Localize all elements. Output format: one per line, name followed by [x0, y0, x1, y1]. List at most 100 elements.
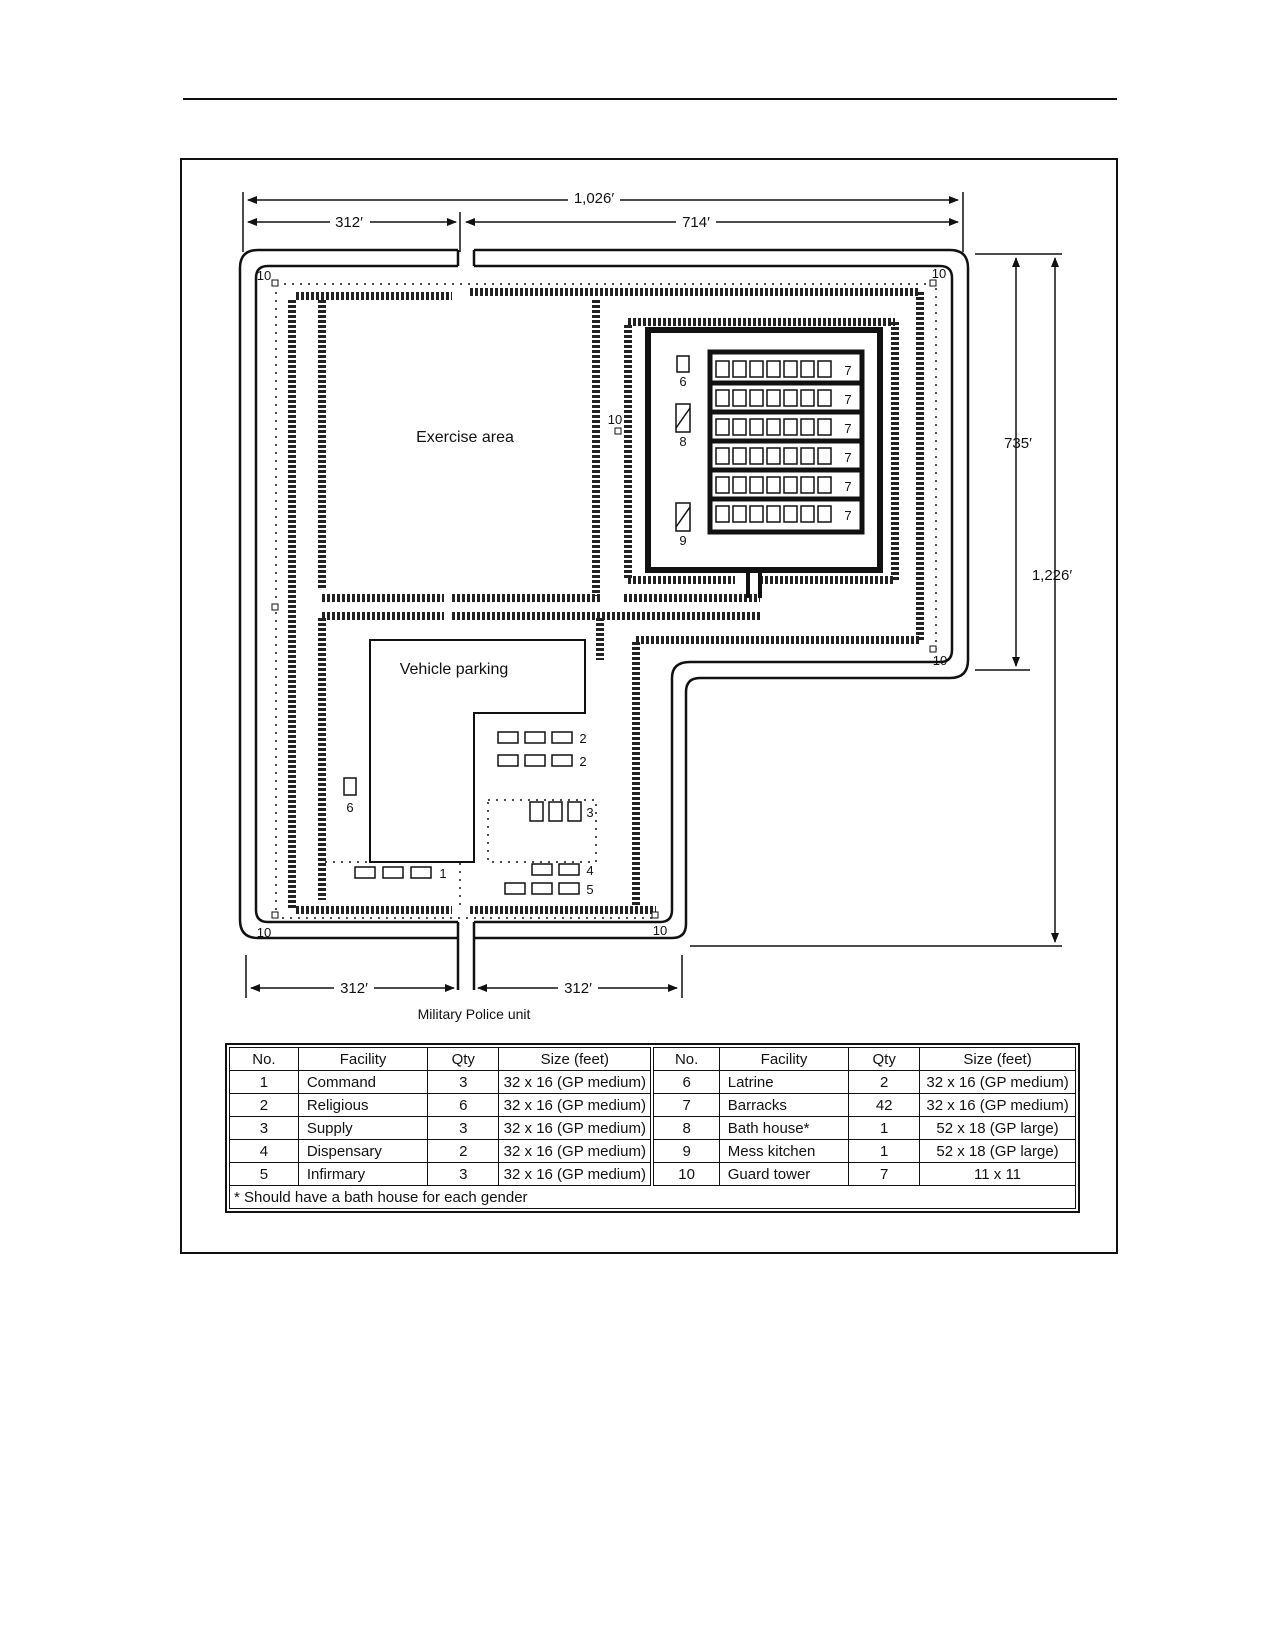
barracks-marker: 7: [844, 421, 851, 436]
dimension-right-inner: 735′: [1004, 435, 1032, 452]
legend-cell-qty: 2: [848, 1070, 921, 1094]
latrine-marker: 6: [679, 374, 686, 389]
barracks-tent: [766, 389, 781, 407]
barracks-tent: [766, 418, 781, 436]
barracks-tent: [749, 505, 764, 523]
command-marker: 1: [439, 866, 446, 881]
guard-towers: 10 10 10 10 10 10: [257, 266, 947, 940]
supply-tent: [529, 801, 544, 822]
barracks-tent: [749, 360, 764, 378]
legend-cell-facility: Barracks: [718, 1093, 850, 1117]
barracks-tent: [732, 360, 747, 378]
perimeter-road-inner-right: [474, 264, 954, 924]
legend-cell-no: 2: [229, 1093, 299, 1117]
vehicle-parking-label: Vehicle parking: [400, 661, 509, 678]
dimension-bottom-right: 312′: [564, 980, 592, 997]
supply-tent: [567, 801, 582, 822]
legend-cell-facility: Supply: [297, 1116, 429, 1140]
legend-cell-no: 5: [229, 1162, 299, 1186]
guard-tower-marker: 10: [257, 268, 271, 283]
barracks-tent: [732, 476, 747, 494]
supply-marker: 3: [586, 805, 593, 820]
legend-cell-qty: 6: [427, 1093, 500, 1117]
latrine-tent: [676, 355, 690, 373]
barracks-tent: [749, 447, 764, 465]
guard-tower: [651, 911, 659, 919]
perimeter-road-inner-left: [254, 264, 458, 924]
legend-cell-qty: 3: [427, 1162, 500, 1186]
barracks-tent: [715, 447, 730, 465]
figure-frame: [180, 158, 1118, 1254]
barracks-row: [710, 380, 862, 502]
guard-tower: [271, 603, 279, 611]
guard-tower-marker: 10: [653, 923, 667, 938]
religious-tent: [497, 731, 519, 744]
dimension-top-total: 1,026′: [574, 190, 615, 207]
mess-kitchen-marker: 9: [679, 533, 686, 548]
infirmary-marker: 5: [586, 882, 593, 897]
infirmary-tent: [531, 882, 553, 895]
command-tent: [410, 866, 432, 879]
legend-cell-size: 32 x 16 (GP medium): [498, 1093, 653, 1117]
legend-cell-size: 32 x 16 (GP medium): [498, 1116, 653, 1140]
barracks-tent: [817, 360, 832, 378]
religious-tent: [551, 754, 573, 767]
barracks-tent: [817, 476, 832, 494]
barracks-tent: [732, 389, 747, 407]
barracks-tent: [800, 447, 815, 465]
dispensary-marker: 4: [586, 863, 593, 878]
legend-cell-size: 52 x 18 (GP large): [919, 1139, 1076, 1163]
barracks-tent: [783, 389, 798, 407]
barracks-tent: [783, 360, 798, 378]
dimension-right-outer: 1,226′: [1032, 567, 1073, 584]
latrine-tent-lower: [343, 777, 357, 796]
legend-cell-facility: Mess kitchen: [718, 1139, 850, 1163]
bath-house-marker: 8: [679, 434, 686, 449]
barracks-tent: [783, 447, 798, 465]
barracks-tent: [783, 476, 798, 494]
barracks-tent: [715, 505, 730, 523]
barracks-tent: [732, 447, 747, 465]
legend-cell-qty: 7: [848, 1162, 921, 1186]
religious-marker: 2: [579, 754, 586, 769]
religious-tent: [497, 754, 519, 767]
legend-cell-size: 32 x 16 (GP medium): [919, 1093, 1076, 1117]
barracks-tent: [715, 476, 730, 494]
barracks-tent: [715, 389, 730, 407]
legend-footnote-row: * Should have a bath house for each gend…: [229, 1185, 1076, 1209]
legend-cell-no: 7: [650, 1093, 720, 1117]
barracks-tent: [715, 360, 730, 378]
barracks-tent: [800, 476, 815, 494]
legend-header-row: No. Facility Qty Size (feet) No. Facilit…: [229, 1047, 1076, 1071]
legend-cell-qty: 3: [427, 1116, 500, 1140]
legend-cell-facility: Command: [297, 1070, 429, 1094]
infirmary-tent: [558, 882, 580, 895]
legend-cell-no: 1: [229, 1070, 299, 1094]
legend-cell-qty: 42: [848, 1093, 921, 1117]
legend-cell-no: 4: [229, 1139, 299, 1163]
guard-tower: [271, 911, 279, 919]
legend-header-no: No.: [650, 1047, 720, 1071]
concertina-fences: [288, 288, 924, 914]
exercise-area-boundary: [330, 302, 588, 592]
legend-cell-size: 32 x 16 (GP medium): [498, 1139, 653, 1163]
legend-cell-no: 10: [650, 1162, 720, 1186]
guard-tower-marker: 10: [932, 266, 946, 281]
guard-tower-marker: 10: [933, 653, 947, 668]
legend-header-no: No.: [229, 1047, 299, 1071]
barracks-tent: [783, 418, 798, 436]
dispensary-tent: [558, 863, 580, 876]
guard-tower: [929, 645, 937, 653]
barracks-tent: [766, 360, 781, 378]
exercise-area-label: Exercise area: [416, 429, 514, 446]
legend-cell-size: 32 x 16 (GP medium): [498, 1070, 653, 1094]
dimension-top-left: 312′: [335, 214, 363, 231]
barracks-tent: [817, 389, 832, 407]
barracks-marker: 7: [844, 392, 851, 407]
legend-cell-facility: Guard tower: [718, 1162, 850, 1186]
header-rule: [183, 98, 1117, 100]
